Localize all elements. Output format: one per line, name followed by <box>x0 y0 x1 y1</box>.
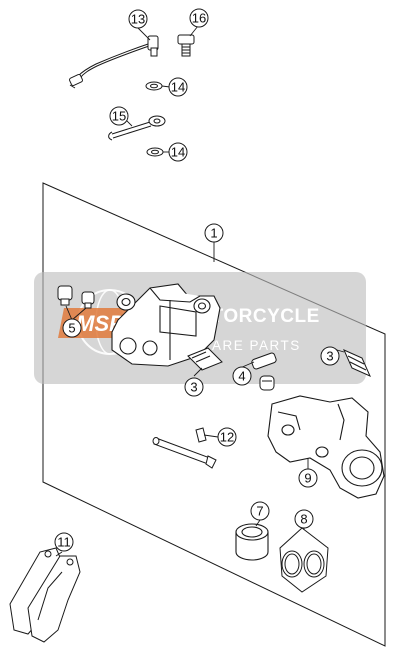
callout-5: 5 <box>62 318 82 338</box>
callout-12-label: 12 <box>220 430 234 445</box>
callout-3-right-label: 3 <box>326 349 333 364</box>
callout-3-left: 3 <box>184 377 204 397</box>
callout-15-label: 15 <box>112 109 126 124</box>
callout-14-lower: 14 <box>168 142 188 162</box>
callout-1-label: 1 <box>210 226 217 241</box>
caliper-body <box>111 283 221 367</box>
part-3-pad-spring-left <box>187 347 223 371</box>
part-16-bleeder-screw <box>177 34 195 57</box>
callout-3-left-label: 3 <box>190 380 197 395</box>
part-14-washer-lower <box>146 147 164 157</box>
callout-8: 8 <box>294 509 314 529</box>
part-9-caliper-bracket <box>267 395 385 499</box>
callout-16: 16 <box>189 8 209 28</box>
callout-11: 11 <box>54 532 74 552</box>
part-15-brake-line <box>108 115 166 141</box>
callout-16-label: 16 <box>192 11 206 26</box>
callout-4-label: 4 <box>238 369 245 384</box>
callout-11-label: 11 <box>57 535 71 550</box>
callout-14-upper-label: 14 <box>171 80 185 95</box>
part-5-bleed-nipples <box>57 285 95 309</box>
part-7-piston <box>235 523 269 561</box>
part-11-brake-pads <box>9 547 81 643</box>
callout-14-lower-label: 14 <box>171 145 185 160</box>
callout-13-label: 13 <box>131 12 145 27</box>
part-13-cable <box>69 35 159 89</box>
part-14-washer-upper <box>145 81 163 91</box>
callout-14-upper: 14 <box>168 77 188 97</box>
callout-7-label: 7 <box>256 504 263 519</box>
callout-5-label: 5 <box>68 321 75 336</box>
callout-4: 4 <box>232 366 252 386</box>
callout-12: 12 <box>217 427 237 447</box>
callout-1: 1 <box>204 223 224 243</box>
callout-3-right: 3 <box>320 346 340 366</box>
part-8-seal-kit <box>279 527 329 593</box>
callout-9: 9 <box>298 468 318 488</box>
watermark-line2: SPARE PARTS <box>192 338 301 353</box>
part-4-pin <box>251 352 277 391</box>
part-3-pad-spring-right <box>343 349 371 377</box>
callout-15: 15 <box>109 106 129 126</box>
callout-8-label: 8 <box>300 512 307 527</box>
callout-7: 7 <box>250 501 270 521</box>
callout-9-label: 9 <box>304 471 311 486</box>
part-12-guide-pin <box>152 427 217 469</box>
callout-13: 13 <box>128 9 148 29</box>
